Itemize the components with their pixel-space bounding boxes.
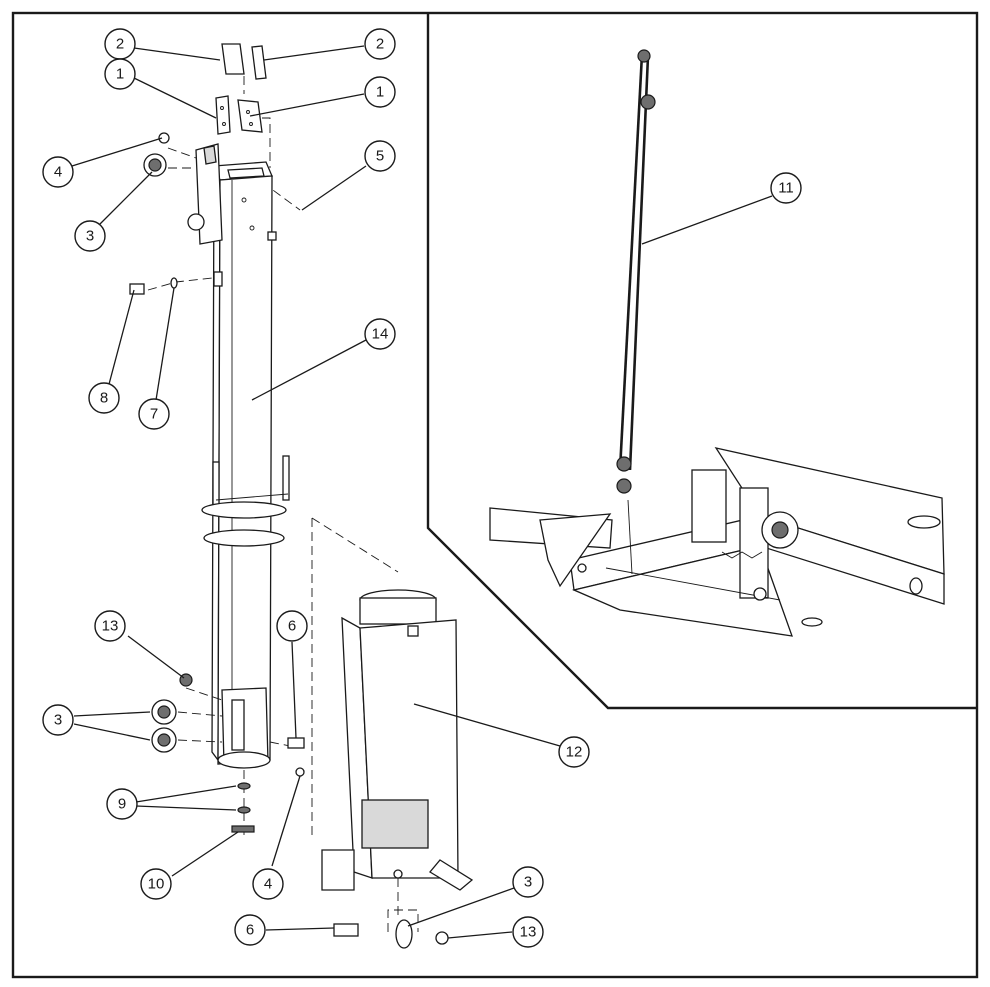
callout-c5: 5 bbox=[364, 140, 396, 172]
pin-10 bbox=[231, 825, 255, 833]
callout-c12: 12 bbox=[558, 736, 590, 768]
callout-c3b: 3 bbox=[42, 704, 74, 736]
bolt-8 bbox=[129, 283, 145, 295]
svg-text:5: 5 bbox=[376, 148, 384, 165]
plate-2-left bbox=[221, 43, 245, 75]
svg-text:1: 1 bbox=[116, 66, 124, 83]
bolt-6-lower bbox=[333, 923, 359, 937]
svg-text:3: 3 bbox=[54, 712, 62, 729]
winch-assembly bbox=[489, 49, 945, 637]
callout-c1b: 1 bbox=[364, 76, 396, 108]
svg-text:9: 9 bbox=[118, 796, 126, 813]
svg-text:1: 1 bbox=[376, 84, 384, 101]
svg-text:8: 8 bbox=[100, 390, 108, 407]
inset-frame bbox=[426, 13, 977, 710]
callout-c1a: 1 bbox=[104, 58, 136, 90]
svg-text:4: 4 bbox=[264, 876, 272, 893]
svg-text:11: 11 bbox=[778, 180, 794, 197]
callout-c11: 11 bbox=[770, 172, 802, 204]
svg-text:3: 3 bbox=[524, 874, 532, 891]
callout-c13b: 13 bbox=[512, 916, 544, 948]
bolt-4-lower bbox=[295, 767, 305, 777]
callout-c7: 7 bbox=[138, 398, 170, 430]
roller-3-bottom bbox=[395, 919, 413, 949]
svg-text:2: 2 bbox=[376, 36, 384, 53]
callout-c14: 14 bbox=[364, 318, 396, 350]
svg-text:3: 3 bbox=[86, 228, 94, 245]
nut-13-lower bbox=[435, 931, 449, 945]
svg-text:13: 13 bbox=[520, 924, 537, 941]
svg-text:14: 14 bbox=[372, 326, 389, 343]
callout-c4a: 4 bbox=[42, 156, 74, 188]
washer-9-a bbox=[237, 782, 251, 790]
callout-c3c: 3 bbox=[512, 866, 544, 898]
callout-c9: 9 bbox=[106, 788, 138, 820]
mast-front-face bbox=[217, 175, 273, 765]
svg-text:6: 6 bbox=[288, 618, 296, 635]
callout-c8: 8 bbox=[88, 382, 120, 414]
svg-text:13: 13 bbox=[102, 618, 119, 635]
bolt-4-top bbox=[158, 132, 170, 144]
plate-1-left bbox=[215, 95, 231, 135]
callout-c6b: 6 bbox=[234, 914, 266, 946]
callout-c3a: 3 bbox=[74, 220, 106, 252]
plate-2-right bbox=[251, 45, 267, 80]
callout-c4b: 4 bbox=[252, 868, 284, 900]
mast-assembly bbox=[147, 43, 301, 840]
bolt-6-upper bbox=[287, 737, 305, 749]
svg-text:12: 12 bbox=[566, 744, 583, 761]
outer-frame bbox=[11, 11, 979, 979]
washer-7 bbox=[170, 277, 178, 289]
washer-9-b bbox=[237, 806, 251, 814]
svg-text:4: 4 bbox=[54, 164, 62, 181]
callout-c13a: 13 bbox=[94, 610, 126, 642]
callout-c6a: 6 bbox=[276, 610, 308, 642]
svg-text:7: 7 bbox=[150, 406, 158, 423]
winch-plate bbox=[691, 469, 727, 543]
svg-text:10: 10 bbox=[148, 876, 165, 893]
leader-lines bbox=[71, 45, 773, 939]
callout-c2a: 2 bbox=[104, 28, 136, 60]
callout-c10: 10 bbox=[140, 868, 172, 900]
callout-c2b: 2 bbox=[364, 28, 396, 60]
svg-text:2: 2 bbox=[116, 36, 124, 53]
base-socket bbox=[311, 517, 474, 920]
svg-text:6: 6 bbox=[246, 922, 254, 939]
